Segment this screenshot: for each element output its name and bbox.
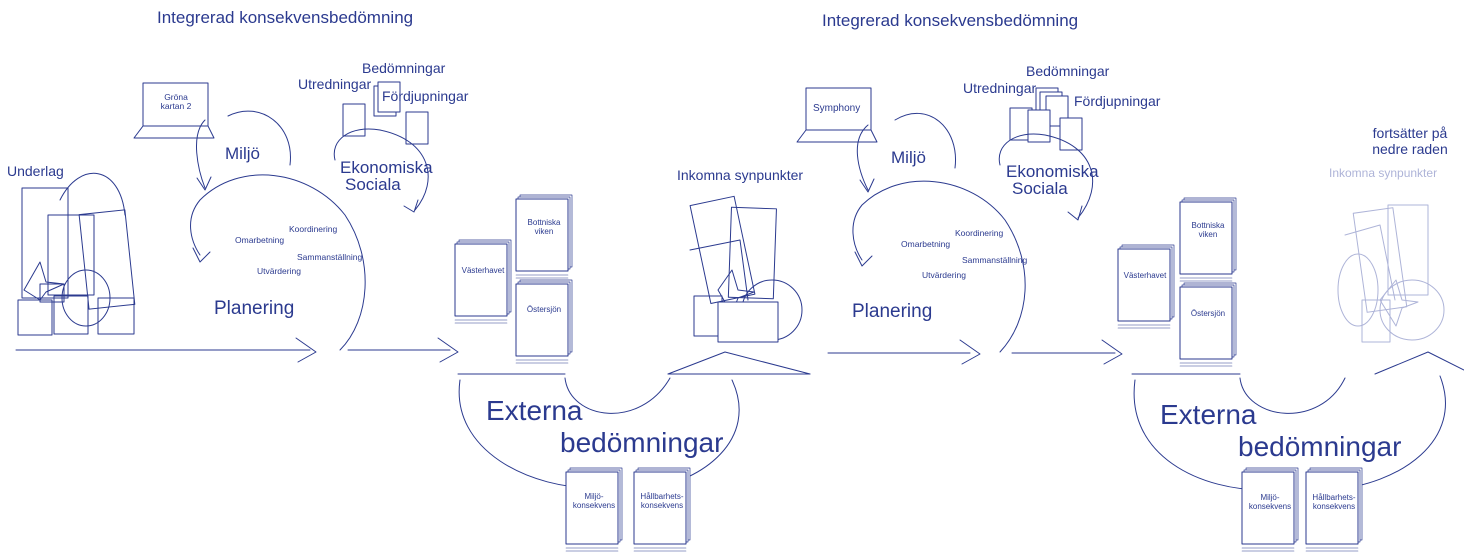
bottniska-label-right: Bottniska viken [1191, 221, 1225, 239]
diagram-title-right: Integrerad konsekvensbedömning [822, 11, 1079, 30]
utredningar-docs [342, 81, 429, 145]
laptop-symphony [796, 87, 878, 143]
miljo-arrow-left [196, 119, 206, 189]
sammanstallning-label-left: Sammanställning [297, 252, 363, 262]
planering-circle [190, 174, 366, 351]
bedomningar-big-label-right: bedömningar [1238, 431, 1402, 462]
ekonomiska-label-right: Ekonomiska [1006, 162, 1099, 181]
utredningar-label-right: Utredningar [963, 80, 1037, 96]
right-section-artwork [796, 87, 1464, 552]
ostersjon-label-right: Östersjön [1190, 309, 1226, 318]
utvardering-label-right: Utvärdering [922, 270, 966, 280]
utredningar-docs-right [1009, 87, 1083, 151]
miljokonsekvens-label-right: Miljö-konsekvens [1248, 493, 1292, 511]
diagram-title-left: Integrerad konsekvensbedömning [157, 8, 414, 27]
bottniska-label-left: Bottniska viken [527, 218, 561, 236]
utvardering-label-left: Utvärdering [257, 266, 301, 276]
left-section-artwork [15, 81, 811, 552]
inkomna-label-left: Inkomna synpunkter [677, 167, 804, 183]
hallbarhetskonsekvens-label-left: Hållbarhets-konsekvens [640, 492, 684, 510]
underlag-pile [17, 172, 136, 336]
sociala-label-right: Sociala [1012, 179, 1068, 198]
vasterhavet-label-right: Västerhavet [1123, 271, 1167, 280]
vasterhavet-label-left: Västerhavet [461, 266, 505, 275]
miljo-label-right: Miljö [891, 148, 926, 167]
inkomna-pile [689, 195, 803, 343]
ostersjon-label-left: Östersjön [526, 305, 562, 314]
laptop-label-right: Symphony [813, 103, 861, 114]
utredningar-label-left: Utredningar [298, 76, 372, 92]
laptop-grona-kartan [133, 82, 215, 139]
bedomningar-label-left: Bedömningar [362, 60, 446, 76]
planering-label-left: Planering [214, 298, 295, 319]
omarbetning-label-right: Omarbetning [901, 239, 951, 249]
ekonomiska-label-left: Ekonomiska [340, 158, 433, 177]
miljokonsekvens-label-left: Miljö-konsekvens [572, 492, 616, 510]
miljo-label-left: Miljö [225, 144, 260, 163]
hallbarhetskonsekvens-label-right: Hållbarhets-konsekvens [1312, 493, 1356, 511]
underlag-label: Underlag [7, 163, 64, 179]
bedomningar-label-right: Bedömningar [1026, 63, 1110, 79]
planering-label-right: Planering [852, 301, 933, 322]
externa-label-left: Externa [486, 395, 583, 426]
inkomna-label-right: Inkomna synpunkter [1329, 166, 1438, 180]
planering-circle-right [852, 180, 1026, 353]
inkomna-pile-faded [1337, 204, 1445, 343]
koordinering-label-right: Koordinering [955, 228, 1004, 238]
sammanstallning-label-right: Sammanställning [962, 255, 1028, 265]
laptop-label-left: Gröna kartan 2 [160, 92, 192, 112]
koordinering-label-left: Koordinering [289, 224, 338, 234]
bedomningar-big-label-left: bedömningar [560, 427, 724, 458]
sociala-label-left: Sociala [345, 175, 401, 194]
omarbetning-label-left: Omarbetning [235, 235, 285, 245]
fordjupningar-label-left: Fördjupningar [382, 88, 469, 104]
externa-label-right: Externa [1160, 399, 1257, 430]
continues-label: fortsätter på nedre raden [1372, 125, 1448, 158]
fordjupningar-label-right: Fördjupningar [1074, 93, 1161, 109]
